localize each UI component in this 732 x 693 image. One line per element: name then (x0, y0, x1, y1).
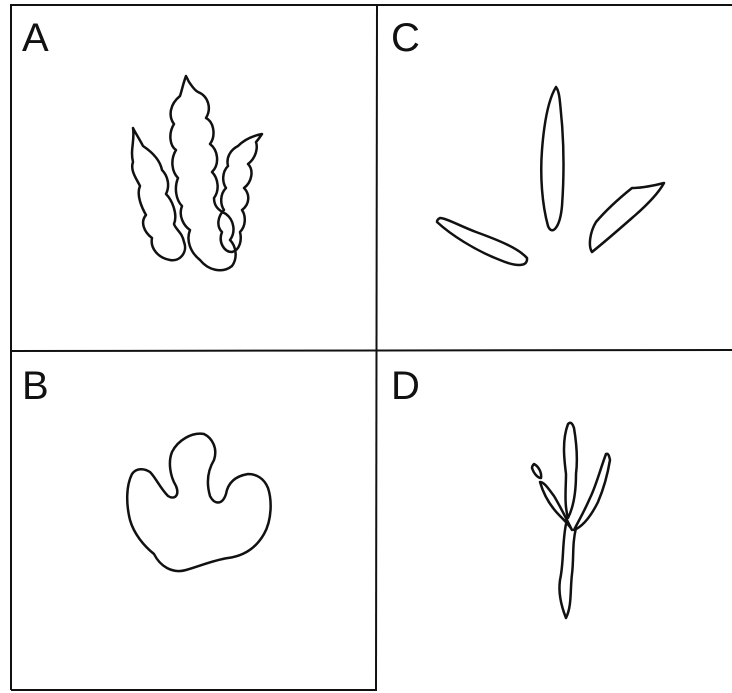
panel-label-b: B (22, 366, 49, 406)
grid-vertical-divider (376, 4, 377, 690)
track-d-drawing (532, 423, 610, 618)
track-b-drawing (127, 434, 270, 571)
track-c-drawing (437, 87, 664, 265)
panel-label-c: C (391, 18, 420, 58)
panel-label-d: D (391, 366, 420, 406)
panel-grid (11, 4, 732, 690)
panel-label-a: A (22, 18, 49, 58)
grid-horizontal-divider (11, 350, 732, 351)
track-a-drawing (132, 76, 262, 270)
